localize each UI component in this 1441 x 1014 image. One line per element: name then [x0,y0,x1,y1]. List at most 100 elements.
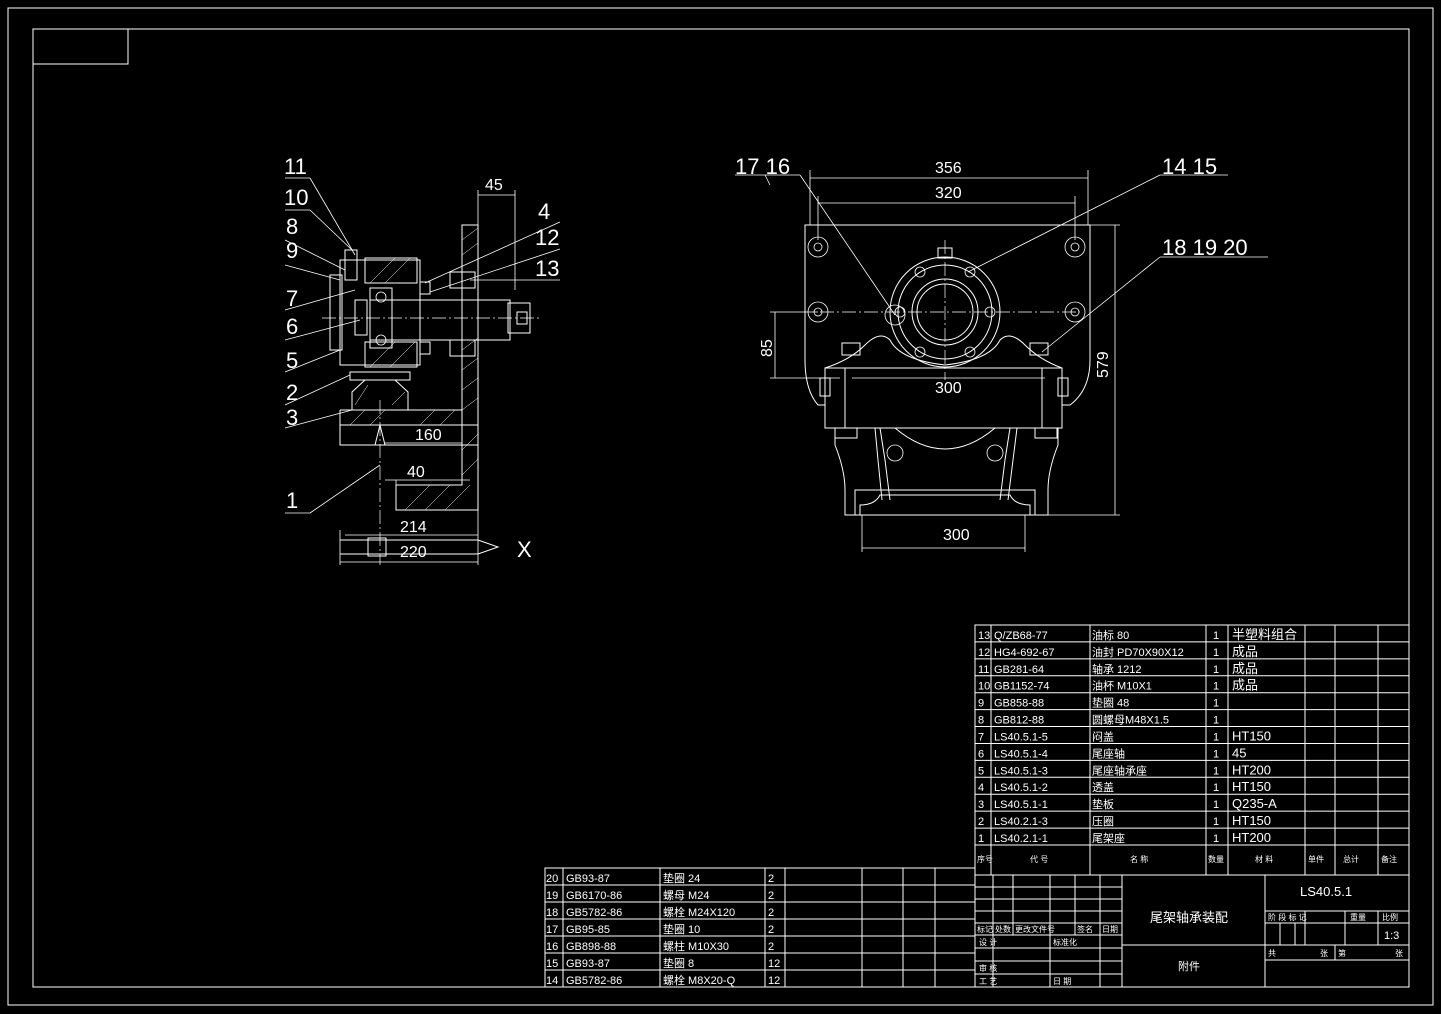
label-8: 8 [286,214,298,239]
tb-mark: 标记 [977,924,993,934]
sheet-unit-2: 张 [1395,949,1403,958]
parts-upper-mat: 45 [1232,745,1246,760]
parts-lower-name: 垫圈 24 [663,871,700,885]
parts-upper-no: 1 [978,833,984,845]
parts-upper-no: 3 [978,799,984,811]
label-2: 2 [286,380,298,405]
parts-upper-no: 7 [978,731,984,743]
label-12: 12 [535,225,559,250]
parts-upper-no: 4 [978,782,984,794]
label-18-19-20: 18 19 20 [1162,235,1248,260]
parts-upper-no: 8 [978,715,984,727]
parts-lower-qty: 2 [768,924,774,936]
parts-lower-qty: 2 [768,907,774,919]
parts-upper-name: 压圈 [1092,815,1114,828]
parts-lower-no: 18 [546,907,558,919]
parts-upper-code: LS40.5.1-2 [994,782,1048,794]
parts-upper-name: 闷盖 [1092,729,1114,743]
parts-upper-name: 油封 PD70X90X12 [1092,645,1184,659]
parts-lower-qty: 2 [768,941,774,953]
tb-count: 处数 [995,924,1011,934]
tb-sign: 签名 [1077,924,1093,934]
dim-45: 45 [485,177,503,194]
parts-upper-mat: HT150 [1232,728,1271,743]
parts-upper-mat: 半塑料组合 [1232,627,1297,642]
corner-box [32,28,129,65]
dim-85: 85 [759,339,776,357]
parts-upper-mat: HT150 [1232,779,1271,794]
parts-lower-code: GB5782-86 [566,907,622,919]
parts-upper-no: 13 [978,630,990,642]
parts-upper-name: 尾架座 [1092,831,1125,845]
dim-300-upper: 300 [935,380,962,397]
parts-upper-qty: 1 [1213,681,1219,693]
parts-upper-name: 垫板 [1092,797,1114,811]
parts-upper-code: GB812-88 [994,715,1044,727]
parts-upper-no: 10 [978,681,990,693]
drawing-title: 尾架轴承装配 [1150,910,1228,925]
parts-upper-mat: Q235-A [1232,796,1277,811]
parts-upper-name: 透盖 [1092,780,1114,794]
parts-upper-qty: 1 [1213,833,1219,845]
parts-upper-no: 12 [978,647,990,659]
sheet-no: 第 [1338,948,1346,958]
parts-lower-name: 螺柱 M10X30 [663,939,729,953]
label-4: 4 [538,199,550,224]
label-14-15: 14 15 [1162,154,1217,179]
parts-upper-mat: 成品 [1232,678,1258,693]
parts-lower-qty: 2 [768,890,774,902]
label-11: 11 [284,154,307,179]
parts-upper-qty: 1 [1213,647,1219,659]
hdr-code: 代 号 [1030,854,1048,864]
tb-date: 日期 [1102,925,1118,934]
parts-upper-qty: 1 [1213,664,1219,676]
parts-upper-mat: HT150 [1232,813,1271,828]
parts-upper-qty: 1 [1213,782,1219,794]
tb-design: 设 计 [979,937,997,947]
stage-mark: 阶 段 标 记 [1268,912,1307,922]
parts-upper-code: HG4-692-67 [994,647,1055,659]
dim-579: 579 [1095,351,1112,378]
parts-lower-qty: 12 [768,975,780,987]
parts-upper-qty: 1 [1213,715,1219,727]
label-7: 7 [286,286,298,311]
parts-upper-qty: 1 [1213,799,1219,811]
hdr-qty: 数量 [1208,854,1224,864]
drawing-number: LS40.5.1 [1300,884,1352,899]
parts-lower-code: GB93-87 [566,958,610,970]
axis-x-label: X [517,537,532,562]
parts-upper-mat: 成品 [1232,644,1258,659]
front-view-labels: 17 16 14 15 18 19 20 356 320 85 300 579 … [735,154,1248,544]
hdr-w1: 单件 [1308,854,1324,864]
parts-lower-name: 螺母 M24 [663,889,709,902]
parts-upper-code: LS40.5.1-4 [994,748,1048,760]
parts-upper-name: 尾座轴 [1092,746,1125,760]
parts-lower-code: GB93-87 [566,873,610,885]
parts-lower-qty: 2 [768,873,774,885]
hdr-name: 名 称 [1130,854,1148,864]
parts-upper-name: 油杯 M10X1 [1092,679,1152,693]
hdr-no: 序号 [977,854,993,864]
parts-upper-name: 尾座轴承座 [1092,763,1147,777]
parts-upper-code: LS40.5.1-1 [994,799,1048,811]
weight-head: 重量 [1350,912,1366,922]
parts-upper-qty: 1 [1213,765,1219,777]
tb-review: 审 核 [979,963,997,973]
parts-upper-name: 轴承 1212 [1092,662,1142,676]
title-block: 标记 处数 更改文件号 签名 日期 设 计 标准化 审 核 工 艺 日 期 LS… [974,874,1410,988]
sheet-unit-1: 张 [1320,949,1328,958]
dim-356: 356 [935,160,962,177]
parts-upper-code: LS40.2.1-1 [994,833,1048,845]
parts-upper-code: LS40.5.1-5 [994,731,1048,743]
parts-upper-qty: 1 [1213,816,1219,828]
parts-upper-code: LS40.5.1-3 [994,765,1048,777]
parts-upper-code: GB1152-74 [994,681,1049,693]
parts-upper-no: 11 [978,664,989,676]
label-17-16: 17 16 [735,154,790,179]
parts-lower-name: 垫圈 8 [663,956,694,970]
parts-lower-code: GB898-88 [566,941,616,953]
parts-upper-no: 6 [978,748,984,760]
parts-lower-no: 14 [546,975,558,987]
